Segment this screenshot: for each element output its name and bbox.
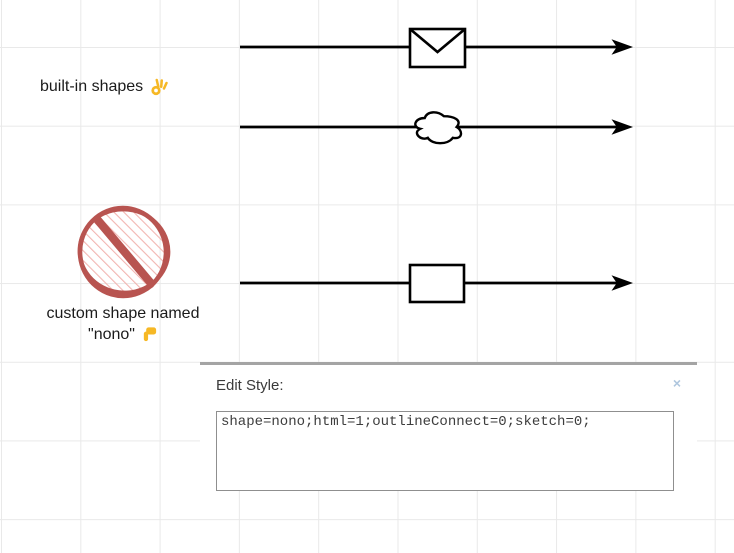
envelope-flap — [409, 28, 466, 54]
edit-style-dialog: Edit Style: × shape=nono;html=1;outlineC… — [200, 362, 697, 491]
arrow-head — [611, 275, 633, 291]
style-textarea[interactable]: shape=nono;html=1;outlineConnect=0;sketc… — [216, 411, 674, 491]
cloud-shape[interactable] — [414, 111, 463, 145]
nono-slash-2 — [98, 217, 155, 284]
nono-circle-stroke-2 — [77, 207, 171, 295]
custom-shape-label[interactable]: custom shape named "nono" — [18, 303, 228, 345]
ok-hand-emoji-icon — [151, 78, 168, 96]
rectangle-body — [408, 263, 466, 304]
builtin-shapes-text: built-in shapes — [40, 78, 144, 95]
envelope-shape[interactable] — [408, 27, 467, 69]
arrow-head — [611, 39, 633, 55]
custom-shape-text-line1: custom shape named — [46, 305, 200, 322]
close-icon[interactable]: × — [672, 375, 681, 391]
rectangle-shape[interactable] — [408, 263, 466, 304]
custom-shape-text-line2: "nono" — [88, 326, 135, 343]
cloud-outline — [414, 111, 463, 145]
nono-slash — [94, 218, 154, 288]
dialog-title: Edit Style: — [216, 377, 284, 394]
nono-shape[interactable] — [75, 204, 173, 301]
thumbs-down-emoji-icon — [143, 327, 157, 342]
arrow-head — [611, 119, 633, 135]
builtin-shapes-label[interactable]: built-in shapes — [40, 78, 168, 96]
